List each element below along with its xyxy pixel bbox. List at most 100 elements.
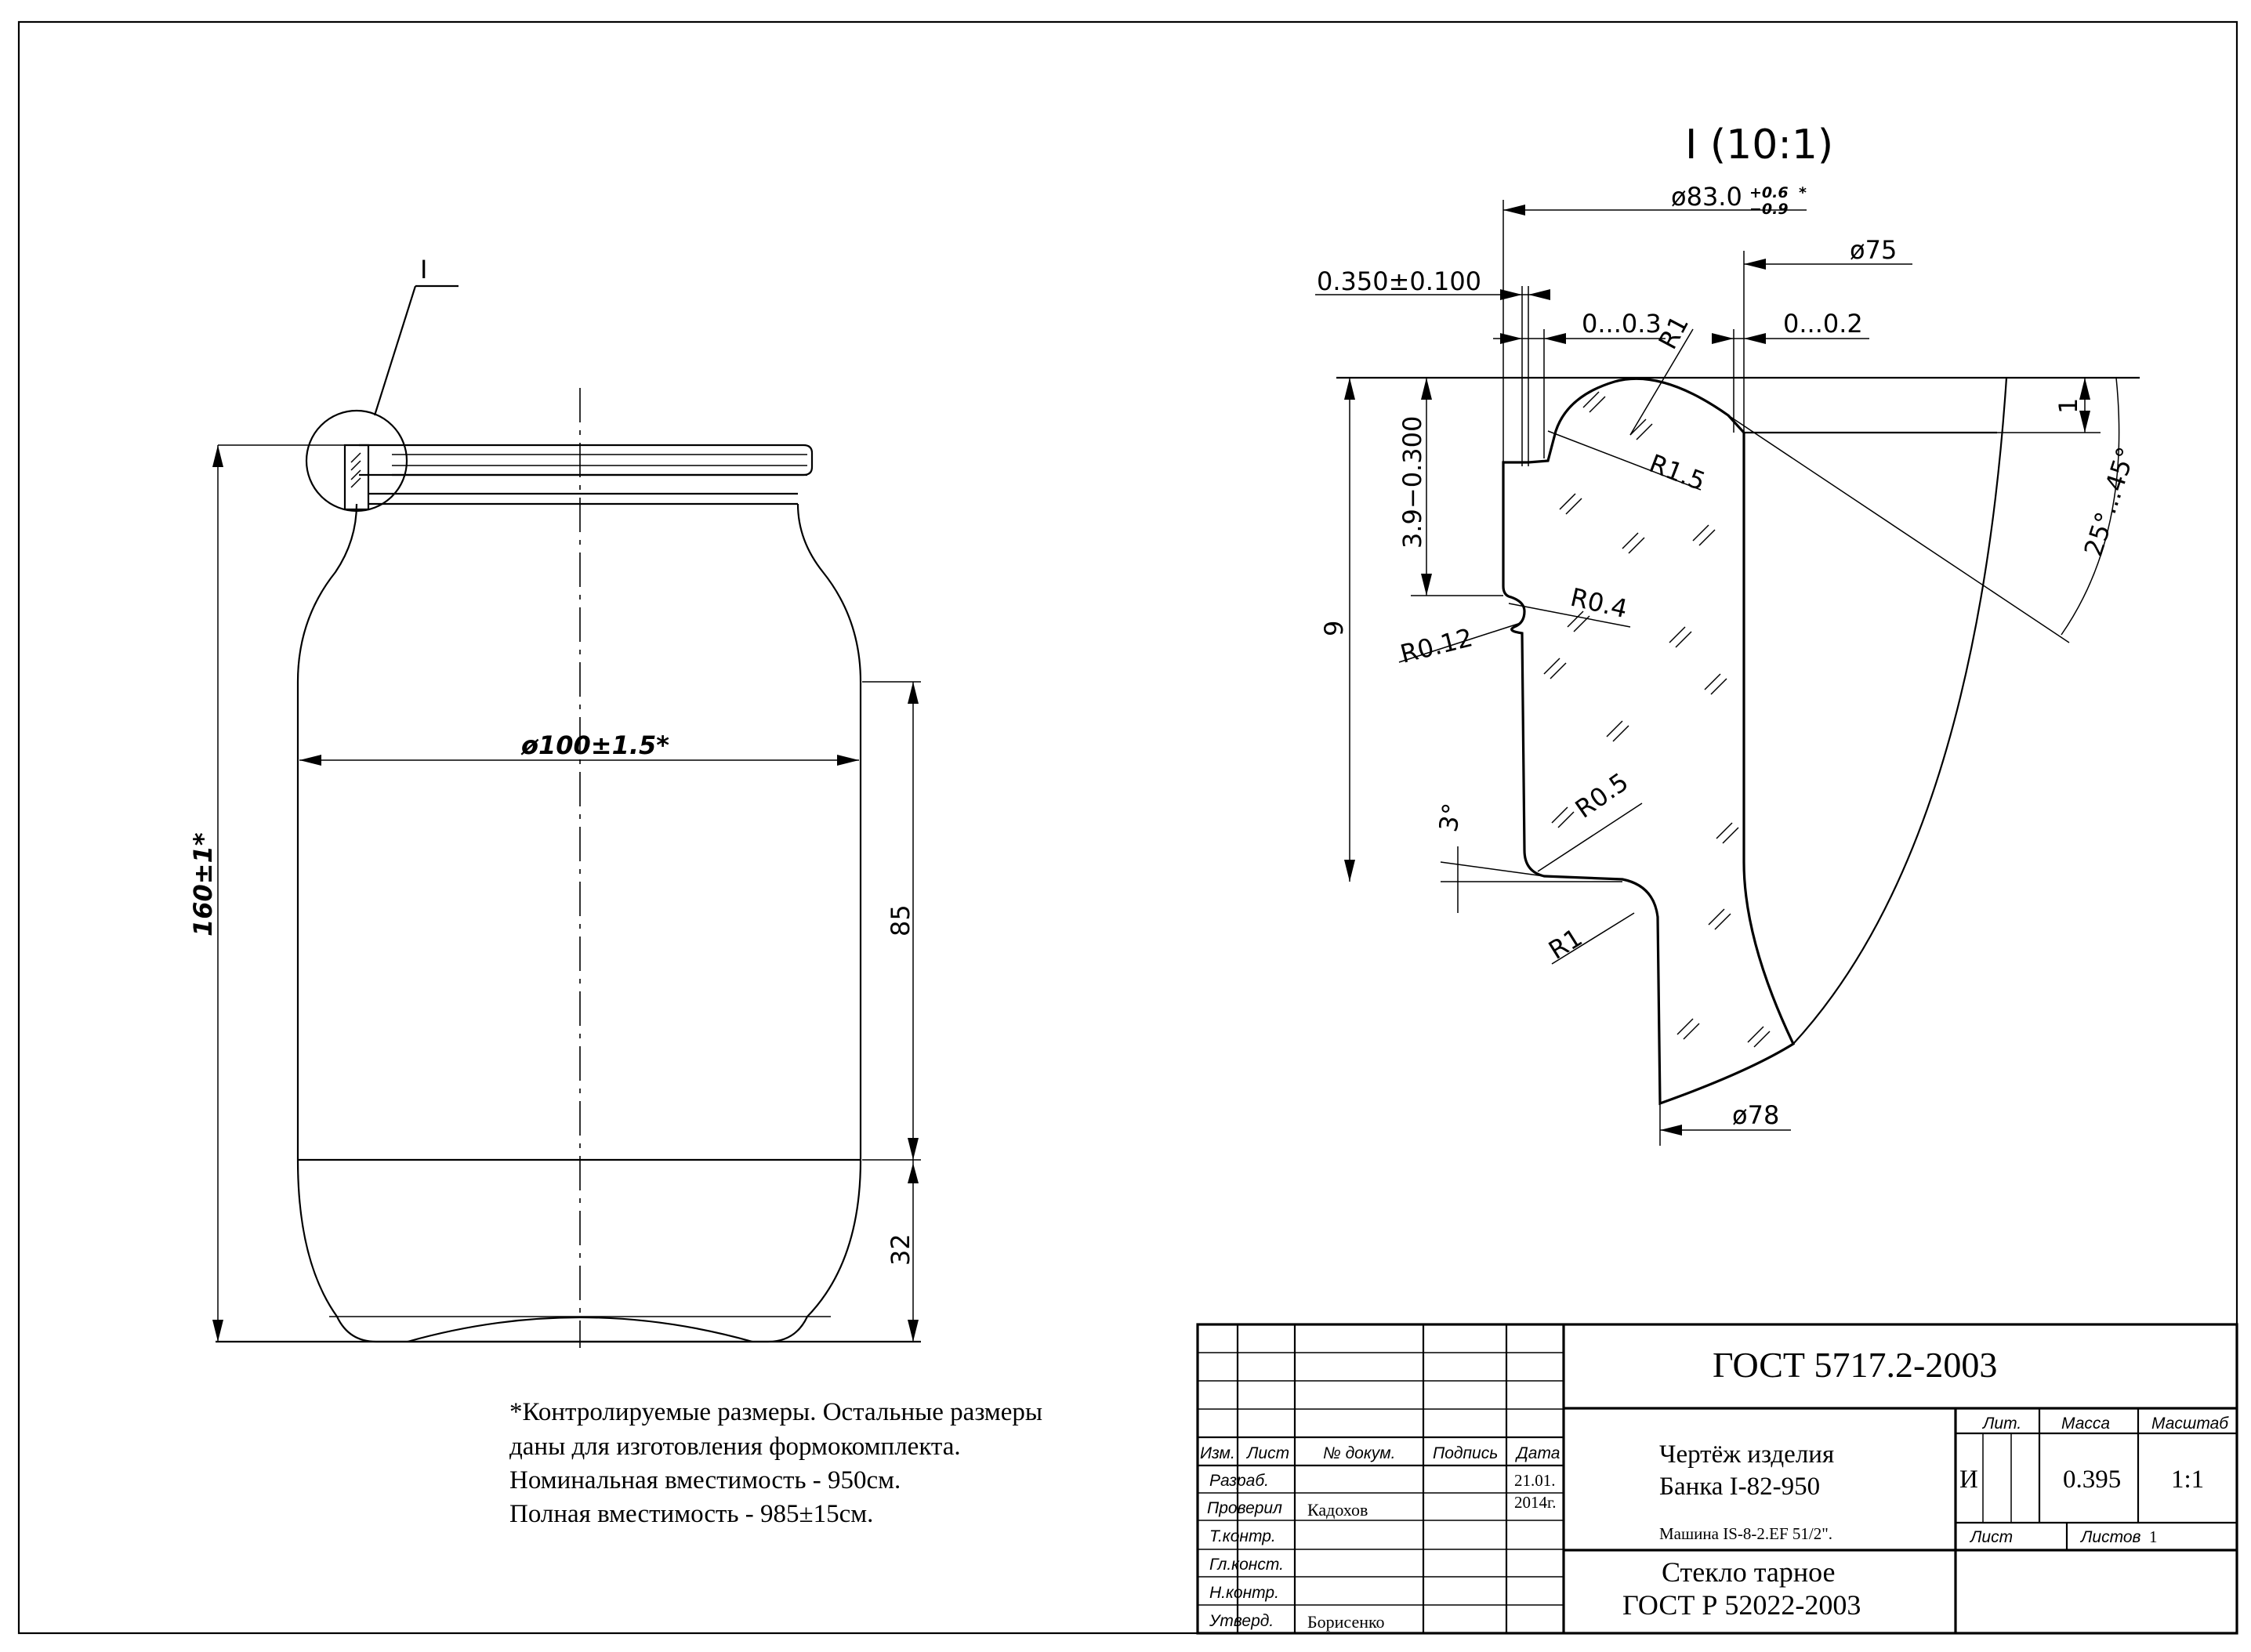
d83-tol-plus: +0.6 xyxy=(1749,184,1789,201)
tb-role-checked: Проверил xyxy=(1207,1499,1282,1517)
nine-label: 9 xyxy=(1319,621,1349,636)
title-block: ГОСТ 5717.2-2003 Изм. Лист № докум. Подп… xyxy=(1196,1323,2238,1635)
h160-label: 160±1* xyxy=(188,832,218,936)
tb-drawing-title-2: Банка I-82-950 xyxy=(1659,1473,1820,1501)
r15-leader xyxy=(1547,430,1702,491)
d100-label: ø100±1.5* xyxy=(520,730,669,760)
tb-standard: ГОСТ 5717.2-2003 xyxy=(1713,1345,1997,1385)
arrow xyxy=(299,755,321,766)
tb-header-doc: № докум. xyxy=(1323,1444,1396,1462)
arrow xyxy=(908,1163,919,1183)
arrow xyxy=(212,445,223,467)
tb-header-sign: Подпись xyxy=(1433,1444,1498,1462)
arrow xyxy=(1421,574,1432,596)
d83-star: * xyxy=(1799,184,1807,201)
tb-sheets-value: 1 xyxy=(2149,1527,2158,1546)
z03-label: 0...0.3 xyxy=(1582,309,1662,339)
jar-view: I ø100±1.5* 160±1* 85 32 xyxy=(188,255,921,1348)
angle-label: 25°...45° xyxy=(2078,444,2141,560)
r1-top-leader xyxy=(1629,328,1694,436)
finish-profile xyxy=(1502,377,1796,1106)
d75-label: ø75 xyxy=(1850,235,1897,265)
tb-lit-value: И xyxy=(1959,1465,1978,1494)
tb-material-1: Стекло тарное xyxy=(1662,1556,1836,1588)
arrow xyxy=(1544,333,1566,344)
detail-marker-label: I xyxy=(420,255,427,284)
r15-label: R1.5 xyxy=(1645,448,1709,497)
base-push-up xyxy=(407,1316,753,1343)
z02-label: 0...0.2 xyxy=(1783,309,1863,339)
arrow xyxy=(1712,333,1734,344)
detail-title: I (10:1) xyxy=(1685,121,1833,168)
angle-arc xyxy=(2061,377,2120,636)
tb-sheets-label: Листов xyxy=(2079,1528,2141,1546)
detail-wall xyxy=(343,444,370,511)
tb-header-izm: Изм. xyxy=(1200,1444,1235,1462)
tb-role-tcontrol: Т.контр. xyxy=(1209,1527,1276,1545)
detail-leader xyxy=(373,285,417,416)
tb-date-1: 21.01. xyxy=(1514,1471,1556,1490)
r05-leader xyxy=(1537,802,1643,872)
detail-circle xyxy=(305,409,408,513)
hatch-mark xyxy=(350,452,361,463)
note-line-2: даны для изготовления формокомплекта. xyxy=(509,1433,961,1461)
d83-label: ø83.0 xyxy=(1671,182,1742,212)
h3930-label: 3.9−0.300 xyxy=(1397,416,1427,549)
tb-scale-label: Масштаб xyxy=(2151,1415,2229,1433)
tb-machine: Машина IS-8-2.EF 51/2". xyxy=(1659,1524,1832,1543)
angle-leader xyxy=(1727,415,2070,643)
tb-role-developed: Разраб. xyxy=(1209,1472,1269,1490)
arrow xyxy=(212,1320,223,1342)
arrow xyxy=(908,1138,919,1160)
t0350-label: 0.350±0.100 xyxy=(1317,266,1481,296)
h32-label: 32 xyxy=(886,1234,915,1266)
arrow xyxy=(2079,378,2090,400)
r012-leader xyxy=(1398,622,1521,663)
tb-role-approved: Утверд. xyxy=(1209,1612,1274,1630)
sheet-frame xyxy=(17,20,2238,1635)
arrow xyxy=(1500,333,1522,344)
arrow xyxy=(1744,259,1766,270)
arrow xyxy=(837,755,859,766)
tb-material-2: ГОСТ Р 52022-2003 xyxy=(1622,1589,1861,1621)
hatch-mark xyxy=(350,460,361,471)
jar-body-outline xyxy=(296,503,862,1343)
tb-role-ncontrol: Н.контр. xyxy=(1209,1584,1279,1602)
hatch-mark xyxy=(350,477,361,488)
arrow xyxy=(908,1320,919,1342)
arrow xyxy=(1503,205,1525,216)
arrow xyxy=(1344,378,1355,400)
tb-scale-value: 1:1 xyxy=(2171,1465,2204,1494)
arrow xyxy=(1500,289,1522,300)
tb-name-approved: Борисенко xyxy=(1307,1612,1385,1632)
d83-tol-minus: −0.9 xyxy=(1749,201,1789,218)
d78-label: ø78 xyxy=(1732,1100,1779,1130)
tb-lit-label: Лит. xyxy=(1981,1415,2021,1433)
tb-role-chief: Гл.конст. xyxy=(1209,1556,1284,1574)
note-line-3: Номинальная вместимость - 950см. xyxy=(509,1466,901,1494)
jar-finish xyxy=(359,444,814,476)
mould-outline xyxy=(1792,377,2008,1045)
arrow xyxy=(2079,411,2090,433)
detail-view: I (10:1) ø83.0 +0.6 xyxy=(1315,121,2141,1146)
h85-label: 85 xyxy=(886,904,915,936)
r04-leader xyxy=(1508,603,1631,628)
note-line-1: *Контролируемые размеры. Остальные разме… xyxy=(509,1398,1042,1426)
r1-bottom-label: R1 xyxy=(1543,922,1587,965)
tb-name-checked: Кадохов xyxy=(1307,1500,1368,1520)
tb-mass-label: Масса xyxy=(2061,1415,2110,1433)
arrow xyxy=(1344,860,1355,882)
r012-label: R0.12 xyxy=(1397,622,1476,668)
tb-mass-value: 0.395 xyxy=(2063,1465,2121,1494)
title-block-frame xyxy=(1196,1323,2238,1635)
tb-sheet-label: Лист xyxy=(1969,1528,2013,1546)
a3-label: 3° xyxy=(1433,801,1467,834)
arrow xyxy=(908,682,919,704)
glass-hatching xyxy=(1543,391,1771,1048)
notes-block: *Контролируемые размеры. Остальные разме… xyxy=(509,1398,1042,1528)
hatch-mark xyxy=(350,469,361,480)
tb-drawing-title-1: Чертёж изделия xyxy=(1659,1440,1834,1469)
arrow xyxy=(1744,333,1766,344)
arrow xyxy=(1660,1125,1682,1136)
